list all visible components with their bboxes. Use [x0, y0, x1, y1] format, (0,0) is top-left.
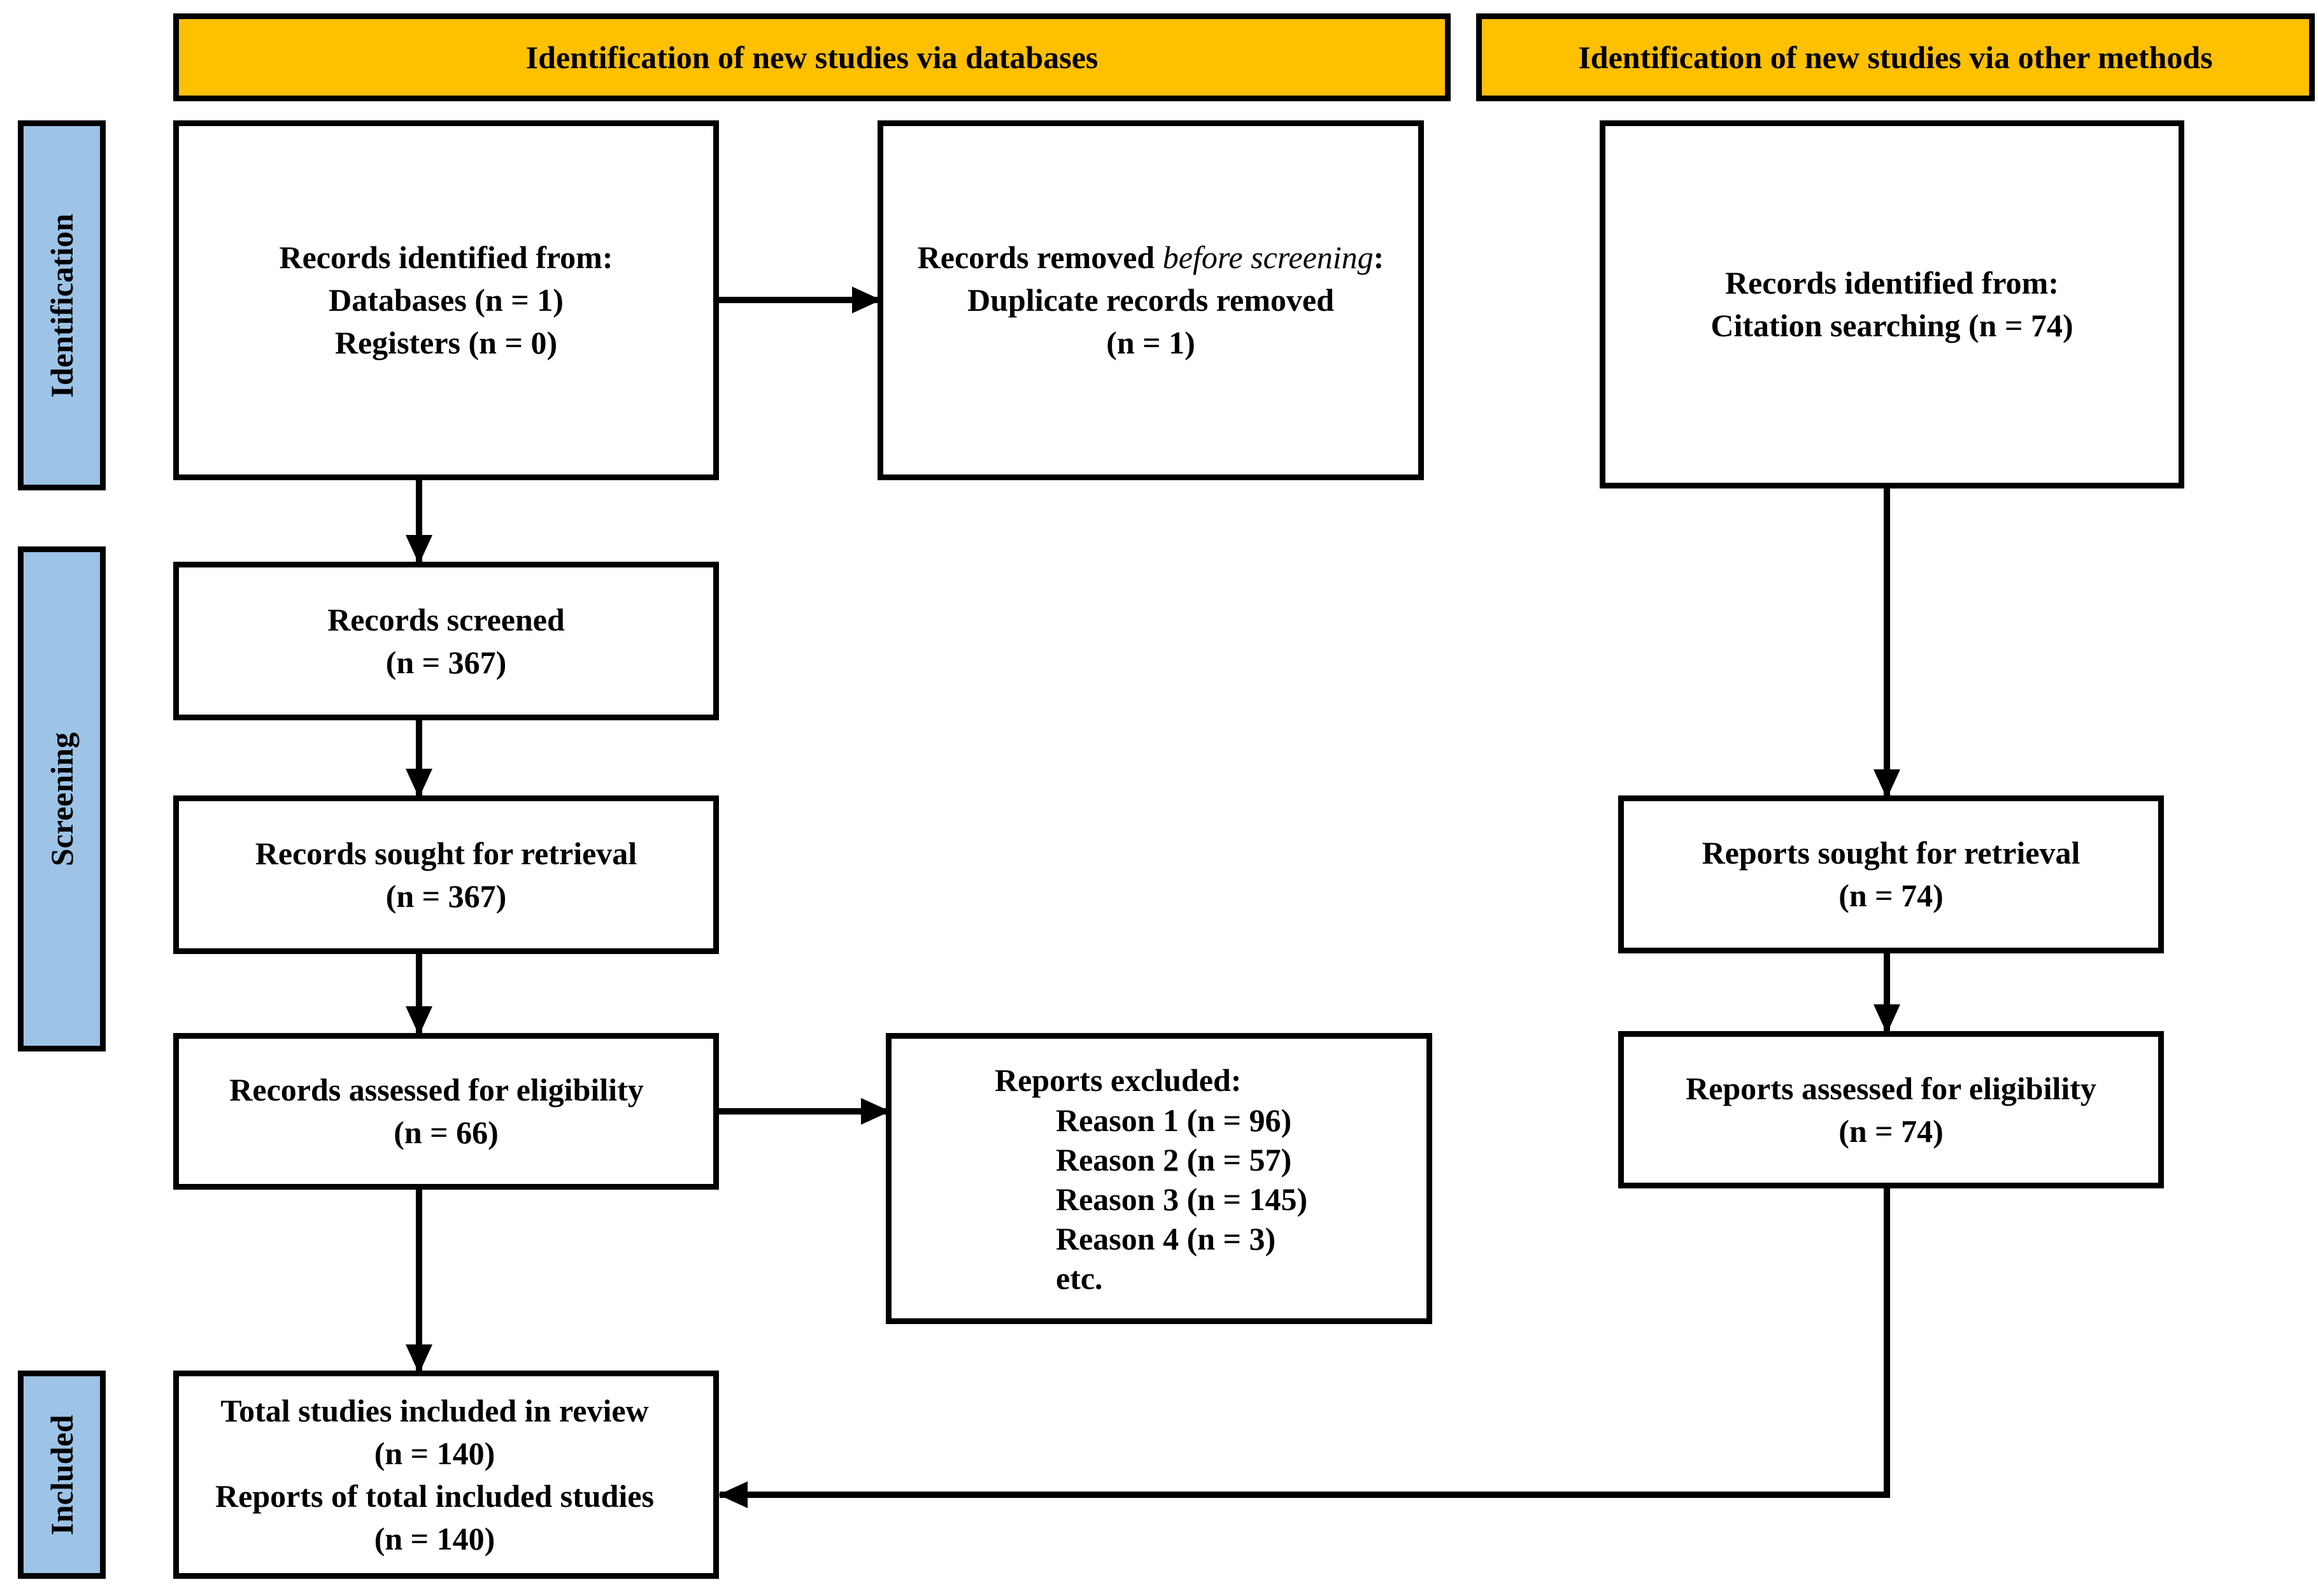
- box-records-screened: Records screened (n = 367): [173, 562, 719, 720]
- records-screened-label: Records screened: [327, 601, 565, 638]
- records-removed-duplicates: Duplicate records removed: [967, 282, 1334, 318]
- box-reports-assessed-other: Reports assessed for eligibility (n = 74…: [1618, 1031, 2164, 1188]
- records-assessed-label: Records assessed for eligibility: [229, 1072, 644, 1108]
- records-assessed-count: (n = 66): [394, 1115, 499, 1150]
- reports-assessed-other-label: Reports assessed for eligibility: [1686, 1070, 2096, 1106]
- records-identified-registers: Registers (n = 0): [334, 325, 558, 360]
- header-databases-label: Identification of new studies via databa…: [525, 39, 1099, 75]
- records-identified-heading: Records identified from:: [279, 239, 613, 275]
- box-records-assessed: Records assessed for eligibility (n = 66…: [173, 1033, 719, 1190]
- box-total-included: Total studies included in review (n = 14…: [173, 1371, 719, 1579]
- records-identified-databases: Databases (n = 1): [329, 282, 564, 318]
- citation-identified-heading: Records identified from:: [1725, 265, 2059, 301]
- records-removed-italic: before screening: [1162, 239, 1374, 275]
- box-records-identified: Records identified from: Databases (n = …: [173, 120, 719, 480]
- phase-identification: Identification: [18, 120, 106, 490]
- records-removed-count: (n = 1): [1106, 325, 1195, 360]
- reports-excluded-reason-3: Reason 3 (n = 145): [1056, 1181, 1308, 1217]
- records-removed-heading: Records removed before screening:: [918, 236, 1384, 279]
- box-records-removed: Records removed before screening: Duplic…: [878, 120, 1424, 480]
- box-reports-sought-other: Reports sought for retrieval (n = 74): [1618, 795, 2164, 953]
- records-sought-label: Records sought for retrieval: [255, 835, 637, 871]
- reports-sought-other-label: Reports sought for retrieval: [1702, 835, 2080, 871]
- total-reports-label: Reports of total included studies: [215, 1478, 654, 1514]
- arrow-other-assessed-to-included: [718, 1187, 1890, 1508]
- reports-excluded-reason-2: Reason 2 (n = 57): [1056, 1141, 1292, 1178]
- reports-sought-other-count: (n = 74): [1838, 878, 1944, 913]
- records-sought-count: (n = 367): [385, 878, 507, 914]
- reports-assessed-other-count: (n = 74): [1838, 1113, 1944, 1149]
- records-removed-suffix: :: [1373, 239, 1384, 275]
- header-other-methods-label: Identification of new studies via other …: [1578, 39, 2213, 75]
- header-databases: Identification of new studies via databa…: [173, 13, 1451, 101]
- citation-identified-count: Citation searching (n = 74): [1710, 308, 2073, 343]
- reports-excluded-reason-1: Reason 1 (n = 96): [1056, 1102, 1292, 1138]
- reports-excluded-title: Reports excluded:: [995, 1062, 1242, 1098]
- total-reports-count: (n = 140): [374, 1520, 495, 1557]
- phase-screening: Screening: [18, 546, 106, 1051]
- box-citation-identified: Records identified from: Citation search…: [1600, 120, 2184, 488]
- reports-excluded-reason-4: Reason 4 (n = 3): [1056, 1220, 1276, 1257]
- total-included-label: Total studies included in review: [220, 1392, 649, 1429]
- records-screened-count: (n = 367): [385, 644, 507, 680]
- box-reports-excluded: Reports excluded: Reason 1 (n = 96) Reas…: [886, 1033, 1432, 1324]
- phase-included: Included: [18, 1371, 106, 1579]
- box-records-sought: Records sought for retrieval (n = 367): [173, 795, 719, 954]
- total-included-count: (n = 140): [374, 1435, 495, 1471]
- header-other-methods: Identification of new studies via other …: [1476, 13, 2315, 101]
- reports-excluded-etc: etc.: [1056, 1260, 1103, 1296]
- records-removed-prefix: Records removed: [917, 239, 1163, 275]
